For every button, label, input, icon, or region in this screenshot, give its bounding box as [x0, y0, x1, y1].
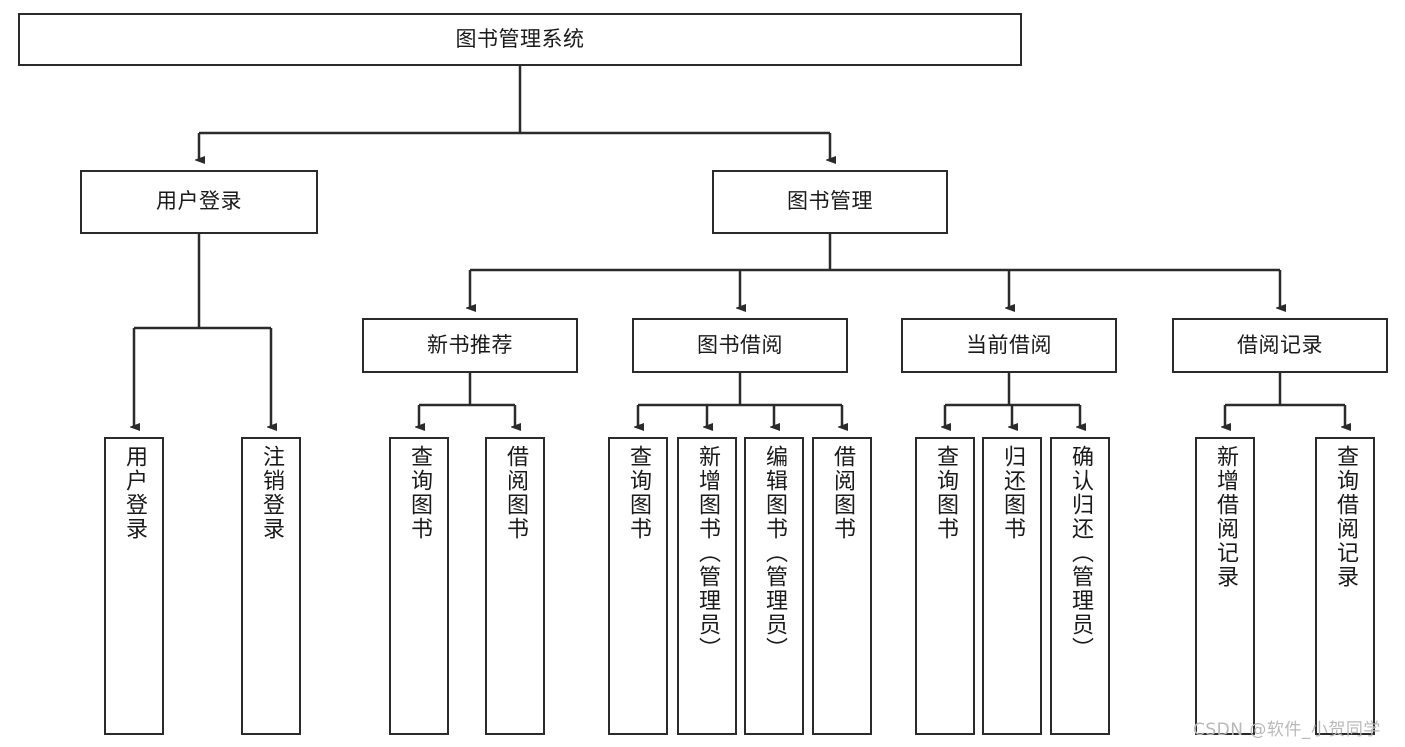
node-book-borrow[interactable]: 图书借阅: [632, 318, 848, 373]
node-new-book-recommend[interactable]: 新书推荐: [362, 318, 578, 373]
csdn-watermark: CSDN @软件_小贺同学: [1193, 720, 1381, 740]
node-label: 用户登录: [156, 189, 242, 214]
node-label: 注销登录: [259, 445, 284, 541]
node-label: 图书管理: [787, 189, 873, 214]
node-borrow-record[interactable]: 借阅记录: [1172, 318, 1388, 373]
node-leaf-user-login[interactable]: 用户登录: [104, 437, 164, 735]
node-label: 确认归还（管理员）: [1068, 445, 1093, 661]
node-leaf-query-book-1[interactable]: 查询图书: [389, 437, 449, 735]
node-leaf-confirm-return[interactable]: 确认归还（管理员）: [1050, 437, 1110, 735]
node-label: 用户登录: [122, 445, 147, 541]
node-leaf-add-borrow-record[interactable]: 新增借阅记录: [1195, 437, 1255, 735]
node-leaf-query-borrow-record[interactable]: 查询借阅记录: [1315, 437, 1375, 735]
node-leaf-return-book[interactable]: 归还图书: [982, 437, 1042, 735]
node-label: 借阅记录: [1237, 332, 1323, 357]
node-label: 查询图书: [933, 445, 958, 541]
node-label: 借阅图书: [503, 445, 528, 541]
node-leaf-borrow-book-2[interactable]: 借阅图书: [812, 437, 872, 735]
node-leaf-edit-book[interactable]: 编辑图书（管理员）: [744, 437, 804, 735]
node-root-system[interactable]: 图书管理系统: [18, 13, 1022, 66]
node-label: 归还图书: [1000, 445, 1025, 541]
node-label: 查询借阅记录: [1333, 445, 1358, 589]
node-leaf-add-book[interactable]: 新增图书（管理员）: [677, 437, 737, 735]
node-label: 图书管理系统: [455, 26, 585, 51]
node-label: 查询图书: [407, 445, 432, 541]
node-label: 新书推荐: [427, 332, 513, 357]
node-leaf-logout-login[interactable]: 注销登录: [241, 437, 301, 735]
node-label: 查询图书: [626, 445, 651, 541]
node-label: 借阅图书: [830, 445, 855, 541]
node-book-management[interactable]: 图书管理: [712, 170, 948, 234]
node-label: 当前借阅: [966, 332, 1052, 357]
node-user-login[interactable]: 用户登录: [80, 170, 318, 234]
node-leaf-borrow-book-1[interactable]: 借阅图书: [485, 437, 545, 735]
node-leaf-query-book-2[interactable]: 查询图书: [608, 437, 668, 735]
node-leaf-query-book-3[interactable]: 查询图书: [915, 437, 975, 735]
node-label: 新增借阅记录: [1213, 445, 1238, 589]
node-label: 图书借阅: [697, 332, 783, 357]
node-label: 新增图书（管理员）: [695, 445, 720, 661]
node-label: 编辑图书（管理员）: [762, 445, 787, 661]
node-current-borrow[interactable]: 当前借阅: [901, 318, 1117, 373]
